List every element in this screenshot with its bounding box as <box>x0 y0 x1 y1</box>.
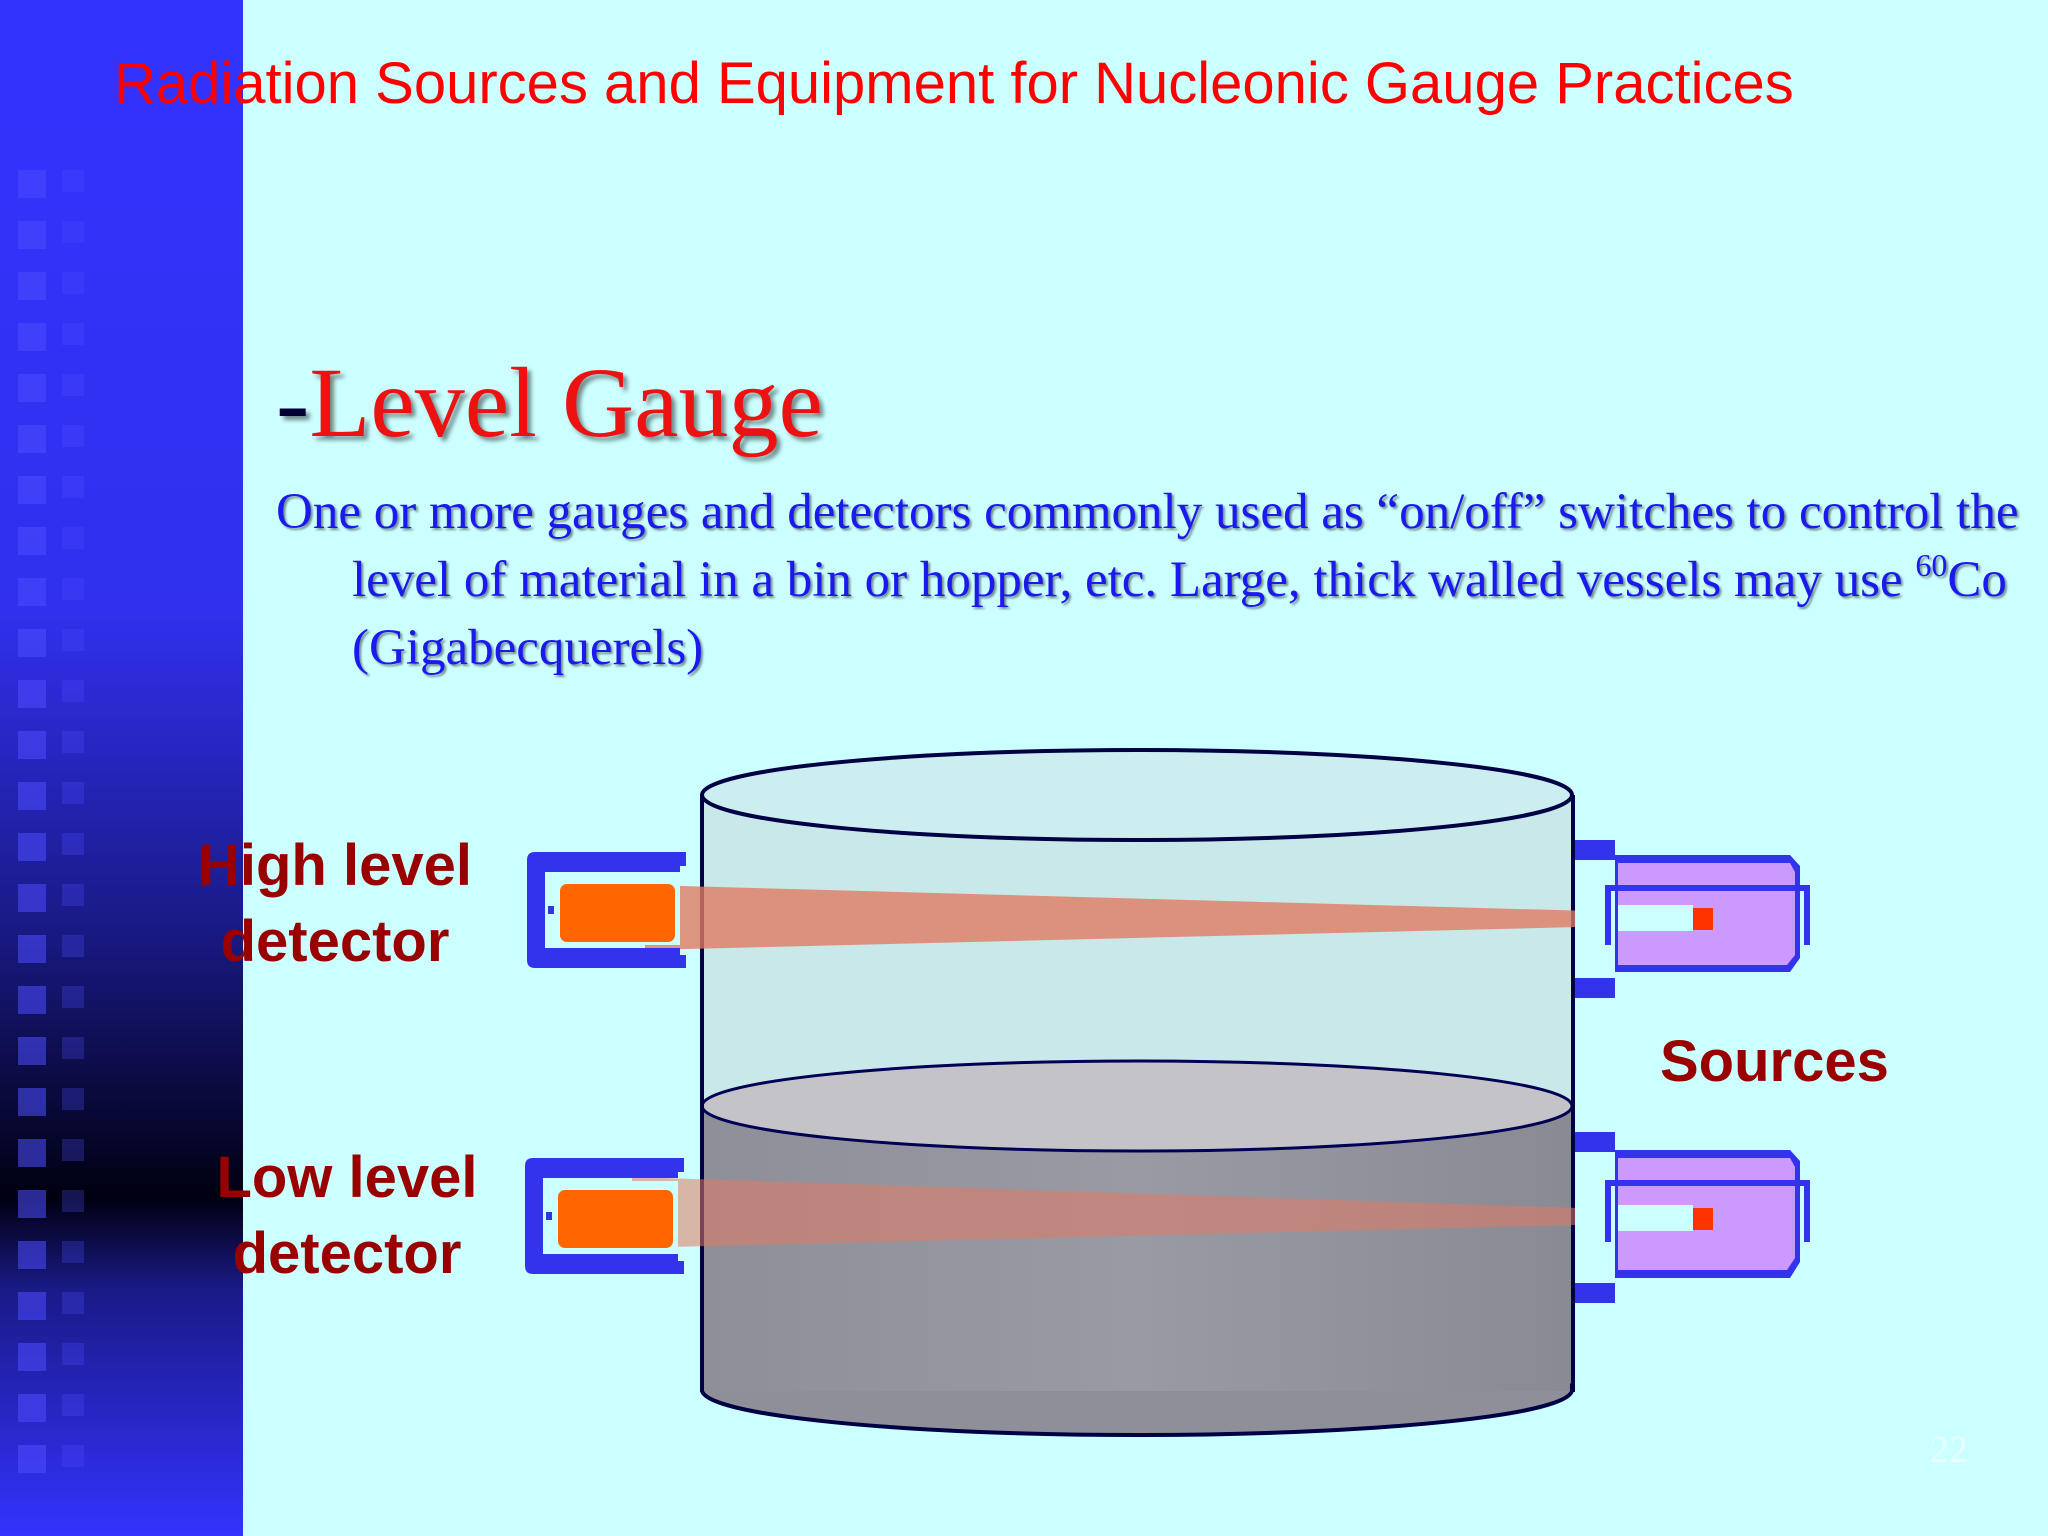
band-square <box>62 527 84 549</box>
left-decorative-band <box>0 0 243 1536</box>
band-square <box>62 1394 84 1416</box>
high-level-detector-label: High level detector <box>180 828 490 980</box>
band-square <box>62 221 84 243</box>
high-label-line1: High level <box>198 833 472 898</box>
body-text-part1: One or more gauges and detectors commonl… <box>276 484 2019 608</box>
title-dash: - <box>276 347 310 458</box>
band-square <box>18 935 46 963</box>
band-square <box>18 629 46 657</box>
band-square <box>62 374 84 396</box>
band-square <box>18 221 46 249</box>
band-square <box>18 1394 46 1422</box>
band-square <box>62 833 84 855</box>
material-surface <box>700 1059 1574 1153</box>
band-square <box>18 425 46 453</box>
band-square <box>62 1037 84 1059</box>
band-square <box>18 323 46 351</box>
band-square <box>62 629 84 651</box>
band-square <box>18 374 46 402</box>
band-square <box>18 1292 46 1320</box>
band-square <box>62 1292 84 1314</box>
band-square <box>18 1343 46 1371</box>
low-level-detector <box>525 1158 684 1274</box>
band-square <box>62 1241 84 1263</box>
low-label-line2: detector <box>232 1221 462 1286</box>
band-square <box>18 986 46 1014</box>
sources-label: Sources <box>1660 1029 1889 1094</box>
band-square <box>18 170 46 198</box>
section-title: -Level Gauge <box>276 345 823 460</box>
band-square <box>62 731 84 753</box>
band-square <box>18 1139 46 1167</box>
band-square <box>62 1088 84 1110</box>
band-square <box>62 1343 84 1365</box>
band-square <box>62 884 84 906</box>
page-number: 22 <box>1930 1429 1968 1471</box>
band-square <box>62 782 84 804</box>
band-square <box>62 476 84 498</box>
body-text-part2: Co (Gigabecquerels) <box>352 552 2007 676</box>
band-square <box>18 731 46 759</box>
band-square <box>18 680 46 708</box>
header-title: Radiation Sources and Equipment for Nucl… <box>114 51 1794 116</box>
band-square <box>62 935 84 957</box>
band-square <box>62 578 84 600</box>
band-square <box>62 170 84 192</box>
band-square <box>18 782 46 810</box>
high-source-housing <box>1575 840 1810 998</box>
vessel-top <box>700 748 1574 842</box>
low-radiation-beam <box>632 1177 1700 1248</box>
body-paragraph: One or more gauges and detectors commonl… <box>276 478 2048 682</box>
band-square <box>18 578 46 606</box>
band-square <box>62 1445 84 1467</box>
band-square <box>18 476 46 504</box>
band-square <box>18 272 46 300</box>
band-square <box>18 833 46 861</box>
body-superscript: 60 <box>1915 547 1948 583</box>
band-square <box>18 1190 46 1218</box>
band-square <box>62 272 84 294</box>
band-square <box>18 1445 46 1473</box>
title-text: Level Gauge <box>309 347 823 458</box>
vessel-upper-body <box>702 795 1574 1107</box>
high-level-detector <box>527 852 686 968</box>
band-square <box>62 680 84 702</box>
band-square <box>62 1190 84 1212</box>
low-source-housing <box>1575 1132 1810 1303</box>
low-label-line1: Low level <box>216 1145 478 1210</box>
band-square <box>62 986 84 1008</box>
low-level-detector-label: Low level detector <box>192 1140 502 1292</box>
high-label-line2: detector <box>220 909 450 974</box>
band-square <box>18 527 46 555</box>
band-square <box>62 1139 84 1161</box>
band-square <box>62 425 84 447</box>
band-square <box>18 884 46 912</box>
band-square <box>62 323 84 345</box>
band-square <box>18 1088 46 1116</box>
band-square <box>18 1241 46 1269</box>
band-square <box>18 1037 46 1065</box>
band-squares-decoration <box>18 170 84 1473</box>
high-radiation-beam <box>645 885 1700 950</box>
